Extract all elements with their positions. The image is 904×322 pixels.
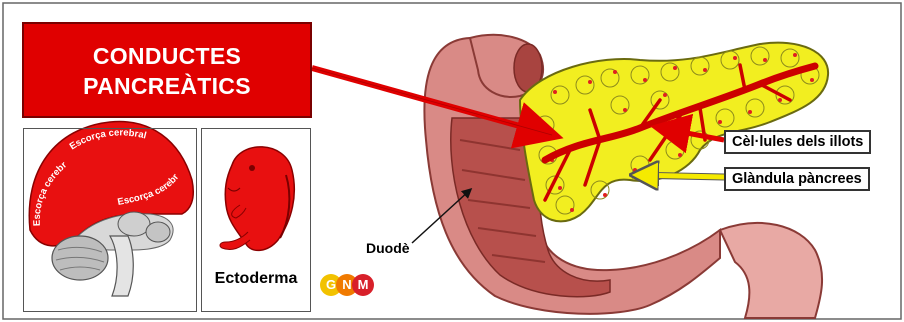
gland-label: Glàndula pàncrees xyxy=(724,167,870,191)
title-box: CONDUCTES PANCREÀTICS xyxy=(22,22,312,118)
ectoderma-label: Ectoderma xyxy=(201,270,311,288)
cortex-label-2: Escorça cerebral xyxy=(68,127,148,152)
islet-cells-label: Cèl·lules dels illots xyxy=(724,130,871,154)
title-line-1: CONDUCTES xyxy=(24,41,310,71)
title-line-2: PANCREÀTICS xyxy=(24,71,310,101)
svg-text:Escorça cerebral: Escorça cerebral xyxy=(68,127,148,152)
duodenum-label: Duodè xyxy=(366,240,410,256)
logo-m: M xyxy=(352,274,374,296)
